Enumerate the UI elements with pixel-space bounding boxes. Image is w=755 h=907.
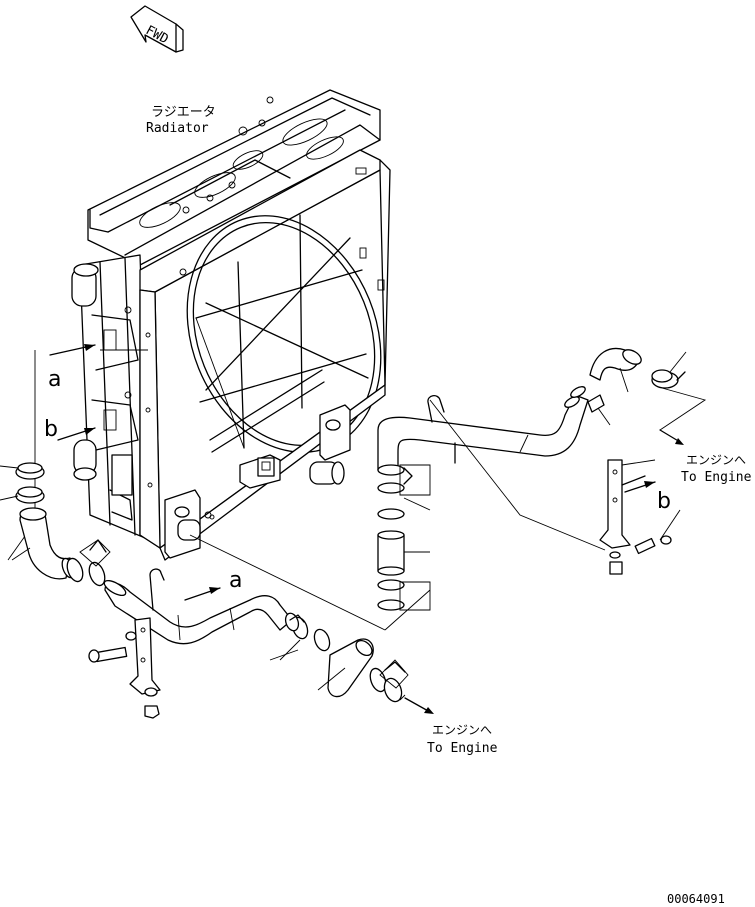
drawing-number: 00064091 bbox=[667, 892, 725, 906]
to-engine-arrow-bottom bbox=[404, 697, 431, 713]
to-engine-bottom-ja: エンジンへ bbox=[432, 723, 492, 737]
leader-bottom-mid bbox=[189, 534, 386, 631]
right-coupling-stack bbox=[377, 464, 431, 611]
to-engine-right-en: To Engine bbox=[681, 470, 752, 485]
right-bracket-assembly bbox=[599, 459, 681, 575]
to-engine-right-ja: エンジンへ bbox=[686, 453, 746, 467]
radiator-label-ja: ラジエータ bbox=[151, 105, 216, 120]
upper-hose-assembly bbox=[377, 347, 707, 475]
ref-b-left: b bbox=[44, 417, 58, 442]
fwd-arrow-icon: FWD bbox=[130, 5, 184, 53]
to-engine-bottom-en: To Engine bbox=[427, 741, 498, 756]
left-bracket-assembly bbox=[88, 617, 161, 719]
radiator-label-en: Radiator bbox=[146, 121, 209, 136]
ref-a-bottom: a bbox=[229, 568, 242, 593]
radiator-assembly bbox=[71, 89, 391, 561]
lower-hose-assembly bbox=[0, 462, 409, 703]
leader-hook-bracket bbox=[429, 399, 606, 551]
ref-a-left: a bbox=[48, 367, 61, 392]
ref-b-right: b bbox=[657, 489, 671, 514]
leader-right-stack bbox=[384, 589, 431, 631]
to-engine-arrow-right bbox=[659, 429, 681, 443]
